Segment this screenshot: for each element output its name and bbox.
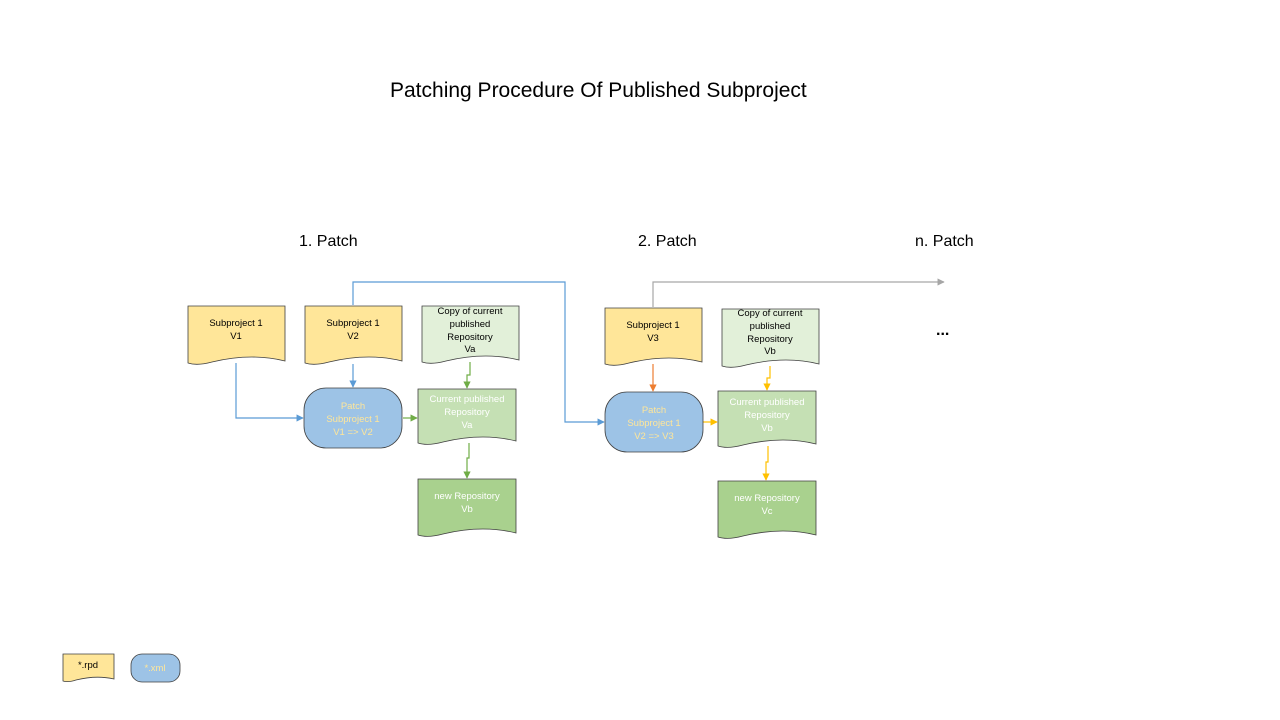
document-copy-repository-vb[interactable] [721,308,820,368]
patch-1-line-3: V1 => V2 [333,427,373,438]
document-new-repository-vc[interactable] [717,480,817,539]
connector-copy-vb-to-current-vb [763,366,771,391]
subproject-v2-line-1: Subproject 1 [326,318,379,329]
continuation-ellipsis: ... [936,322,949,339]
patch-2-line-3: V2 => V3 [634,431,674,442]
copy-vb-line-3: Repository [747,334,793,345]
legend-rpd-label: *.rpd [78,660,98,671]
copy-va-line-2: published [450,319,491,330]
patch-1-line-1: Patch [341,401,365,412]
copy-va-line-4: Va [465,344,477,355]
copy-va-line-1: Copy of current [438,306,503,317]
document-current-repository-vb[interactable] [717,390,817,448]
connector-v2-to-patch-2 [352,281,605,426]
document-subproject-v3[interactable] [604,307,703,366]
patch-2-line-1: Patch [642,405,666,416]
subproject-v3-line-2: V3 [647,333,659,344]
legend-xml-label: *.xml [144,663,165,674]
subproject-v1-line-1: Subproject 1 [209,318,262,329]
current-vb-line-3: Vb [761,423,773,434]
current-vb-line-1: Current published [730,397,805,408]
connector-current-vb-to-new-vc [762,446,770,481]
current-va-line-1: Current published [430,394,505,405]
section-label-patch-n: n. Patch [915,233,974,250]
document-copy-repository-va[interactable] [421,305,520,364]
legend-xml-shape [130,653,181,683]
connectors [235,278,945,481]
copy-vb-line-2: published [750,321,791,332]
current-va-line-2: Repository [444,407,490,418]
connector-copy-va-to-current-va [463,362,471,389]
document-subproject-v2[interactable] [304,305,403,365]
new-vb-line-1: new Repository [434,491,500,502]
patch-2-line-2: Subproject 1 [627,418,680,429]
document-new-repository-vb[interactable] [417,478,517,537]
copy-vb-line-4: Vb [764,346,776,357]
subproject-v2-line-2: V2 [347,331,359,342]
patch-1-line-2: Subproject 1 [326,414,379,425]
diagram-title: Patching Procedure Of Published Subproje… [390,79,807,102]
new-vb-line-2: Vb [461,504,473,515]
new-vc-line-2: Vc [761,506,772,517]
terminator-patch-v2-v3[interactable] [604,391,704,453]
connector-v3-to-patch-n [652,278,945,307]
connector-v1-to-patch-1 [235,363,304,422]
subproject-v1-line-2: V1 [230,331,242,342]
section-label-patch-1: 1. Patch [299,233,358,250]
current-va-line-3: Va [462,420,474,431]
copy-vb-line-1: Copy of current [738,308,803,319]
copy-va-line-3: Repository [447,332,493,343]
document-current-repository-va[interactable] [417,388,517,445]
section-label-patch-2: 2. Patch [638,233,697,250]
connector-current-va-to-new-vb [463,443,471,479]
terminator-patch-v1-v2[interactable] [303,387,403,449]
subproject-v3-line-1: Subproject 1 [626,320,679,331]
legend-rpd-shape [62,653,115,683]
new-vc-line-1: new Repository [734,493,800,504]
document-subproject-v1[interactable] [187,305,286,365]
current-vb-line-2: Repository [744,410,790,421]
